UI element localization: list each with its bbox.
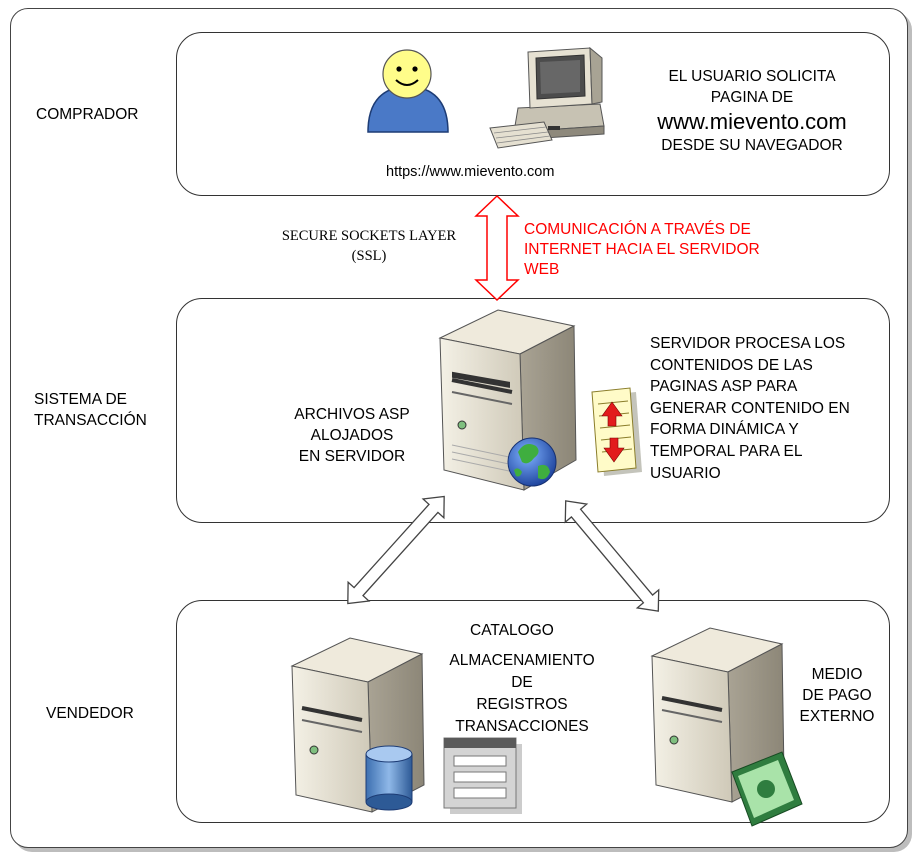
request-line1: EL USUARIO SOLICITA: [668, 68, 836, 85]
section-label-sistema-line1: SISTEMA DE: [34, 391, 128, 408]
comm-line1: COMUNICACIÓN A TRAVÉS DE: [524, 221, 751, 238]
domain-text: www.mievento.com: [657, 109, 847, 134]
storage-line1: ALMACENAMIENTO: [449, 652, 595, 669]
desktop-computer-icon: [489, 46, 605, 149]
process-line-1: SERVIDOR PROCESA LOS: [650, 335, 846, 352]
process-line-7: USUARIO: [650, 464, 721, 482]
server-process-text: SERVIDOR PROCESA LOS CONTENIDOS DE LAS P…: [650, 333, 850, 484]
process-line-2: CONTENIDOS DE LAS: [650, 356, 813, 374]
process-line-5: FORMA DINÁMICA Y: [650, 421, 799, 439]
comm-line3: WEB: [524, 261, 560, 278]
payment-line1: MEDIO: [811, 666, 863, 683]
request-line2: PAGINA DE: [710, 89, 794, 106]
process-line-4: GENERAR CONTENIDO EN: [650, 399, 850, 417]
storage-line3: REGISTROS: [476, 696, 568, 713]
process-line-3: PAGINAS ASP PARA: [650, 378, 798, 396]
catalog-label: CATALOGO: [470, 622, 554, 639]
asp-line3: EN SERVIDOR: [298, 448, 406, 465]
section-label-sistema: SISTEMA DE TRANSACCIÓN: [34, 389, 147, 431]
asp-line2: ALOJADOS: [310, 427, 394, 444]
payment-label: MEDIO DE PAGO EXTERNO: [792, 664, 882, 727]
globe-icon: [507, 437, 557, 487]
storage-line4: TRANSACCIONES: [455, 718, 589, 735]
left-double-arrow: [347, 495, 445, 605]
comm-line2: INTERNET HACIA EL SERVIDOR: [524, 241, 760, 258]
user-smiley-icon: [367, 49, 449, 133]
payment-line3: EXTERNO: [799, 708, 875, 725]
payment-line2: DE PAGO: [802, 687, 872, 704]
ssl-double-arrow: [474, 194, 520, 302]
database-icon: [365, 745, 413, 811]
section-label-sistema-line2: TRANSACCIÓN: [34, 412, 147, 429]
request-line3: DESDE SU NAVEGADOR: [661, 137, 843, 154]
section-label-vendedor: VENDEDOR: [46, 705, 134, 722]
asp-files-label: ARCHIVOS ASP ALOJADOS EN SERVIDOR: [284, 404, 420, 467]
ssl-line2: (SSL): [351, 248, 387, 264]
ssl-label: SECURE SOCKETS LAYER (SSL): [246, 226, 492, 266]
form-records-icon: [443, 737, 522, 814]
storage-label: ALMACENAMIENTO DE REGISTROS TRANSACCIONE…: [434, 650, 610, 738]
storage-line2: DE: [511, 674, 533, 691]
document-arrows-icon: [591, 387, 642, 476]
communication-label: COMUNICACIÓN A TRAVÉS DE INTERNET HACIA …: [524, 220, 760, 280]
section-label-comprador: COMPRADOR: [36, 106, 139, 123]
right-double-arrow: [564, 500, 660, 612]
url-text: https://www.mievento.com: [386, 164, 555, 180]
user-request-text: EL USUARIO SOLICITA PAGINA DE www.mieven…: [618, 66, 886, 156]
ssl-line1: SECURE SOCKETS LAYER: [281, 228, 457, 244]
process-line-6: TEMPORAL PARA EL: [650, 442, 803, 460]
money-bill-icon: [731, 751, 803, 827]
asp-line1: ARCHIVOS ASP: [294, 406, 410, 423]
